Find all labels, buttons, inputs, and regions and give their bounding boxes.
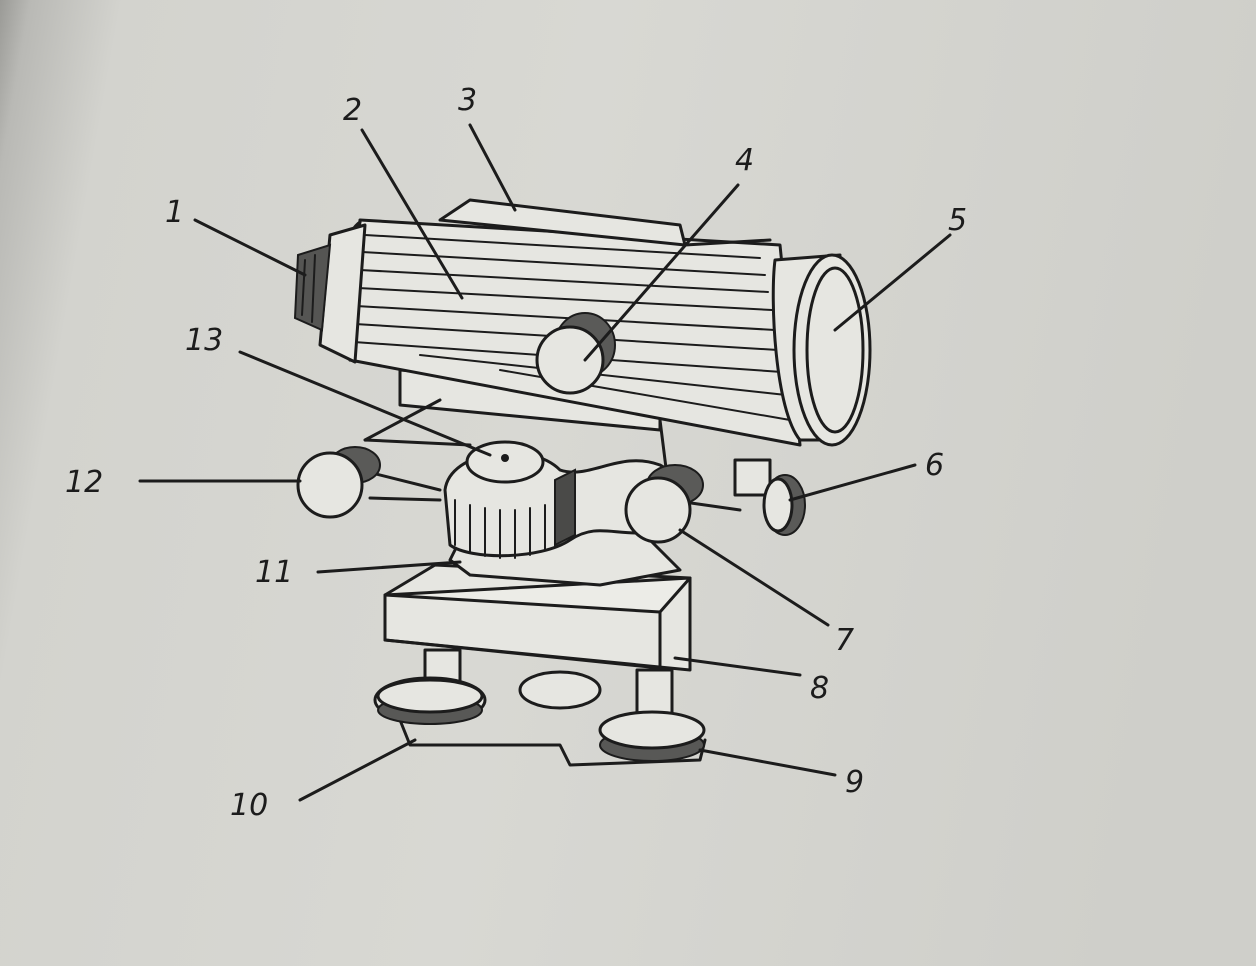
side-screw [733,458,806,536]
callout-13: 13 [185,323,223,358]
callout-2: 2 [343,93,362,128]
leader-6 [788,463,917,502]
leader-lines [138,123,952,802]
callout-4: 4 [735,143,754,178]
curved-arm [443,440,684,559]
callout-8: 8 [810,671,829,706]
callout-9: 9 [845,765,864,800]
callout-3: 3 [458,83,477,118]
foot-screw-right [598,668,706,762]
leader-11 [316,560,462,574]
base-bottom-plate [398,670,707,767]
leader-2 [360,128,464,300]
leader-9 [698,748,837,777]
clamp-knob [296,446,442,519]
leader-5 [833,233,952,332]
leader-10 [298,738,417,802]
leader-3 [468,123,517,212]
callout-11: 11 [255,555,293,590]
callout-12: 12 [65,465,103,500]
callout-labels: 1 2 3 4 5 6 7 8 9 10 11 12 13 [65,83,967,823]
sight-block [438,198,772,247]
leader-7 [678,528,830,627]
callout-7: 7 [835,623,854,658]
leader-13 [238,350,492,457]
elevating-screw [624,464,704,544]
foot-screw-left [373,648,487,725]
tribrach-plate [383,563,692,672]
callout-5: 5 [948,203,967,238]
level-instrument-drawing [293,198,872,767]
leader-4 [583,183,740,362]
callout-10: 10 [230,788,268,823]
objective-lens [771,253,872,447]
leader-1 [193,218,307,277]
callout-1: 1 [165,195,184,230]
callout-6: 6 [925,448,944,483]
leader-8 [673,656,802,677]
eyepiece [293,223,367,364]
focusing-knob [535,312,616,395]
